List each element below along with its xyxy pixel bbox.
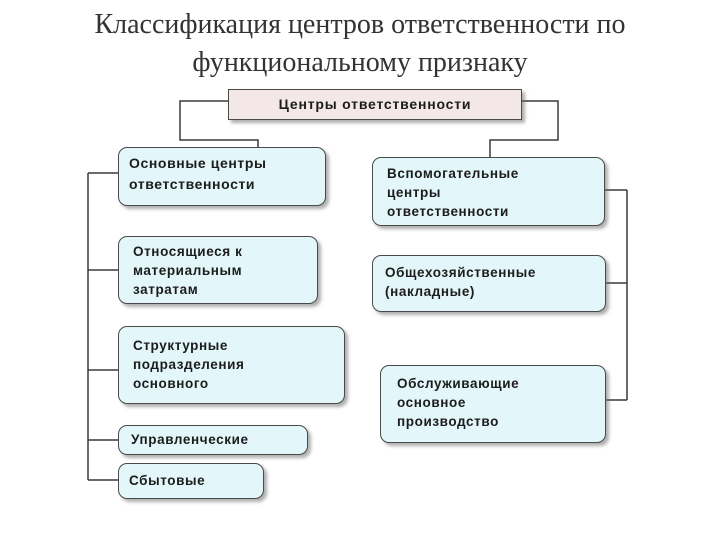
connector-root-right (489, 100, 559, 157)
node-sales: Сбытовые (118, 463, 264, 499)
node-auxiliary-responsibility-centers: Вспомогательные центры ответственности (372, 157, 605, 226)
node-structural-divisions: Структурные подразделения основного (118, 326, 345, 404)
slide-title-line-2: функциональному признаку (192, 47, 528, 78)
node-material-costs: Относящиеся к материальным затратам (118, 236, 318, 304)
node-main-responsibility-centers: Основные центры ответственности (118, 147, 326, 206)
slide-title-line-1: Классификация центров ответственности по (94, 9, 626, 40)
node-general-overhead: Общехозяйственные (накладные) (372, 255, 606, 312)
node-managerial: Управленческие (118, 425, 308, 455)
node-servicing-main-production: Обслуживающие основное производство (380, 365, 606, 443)
connector-root-left (179, 100, 259, 147)
slide-title: Классификация центров ответственности по… (0, 6, 720, 82)
root-node-responsibility-centers: Центры ответственности (228, 89, 522, 120)
